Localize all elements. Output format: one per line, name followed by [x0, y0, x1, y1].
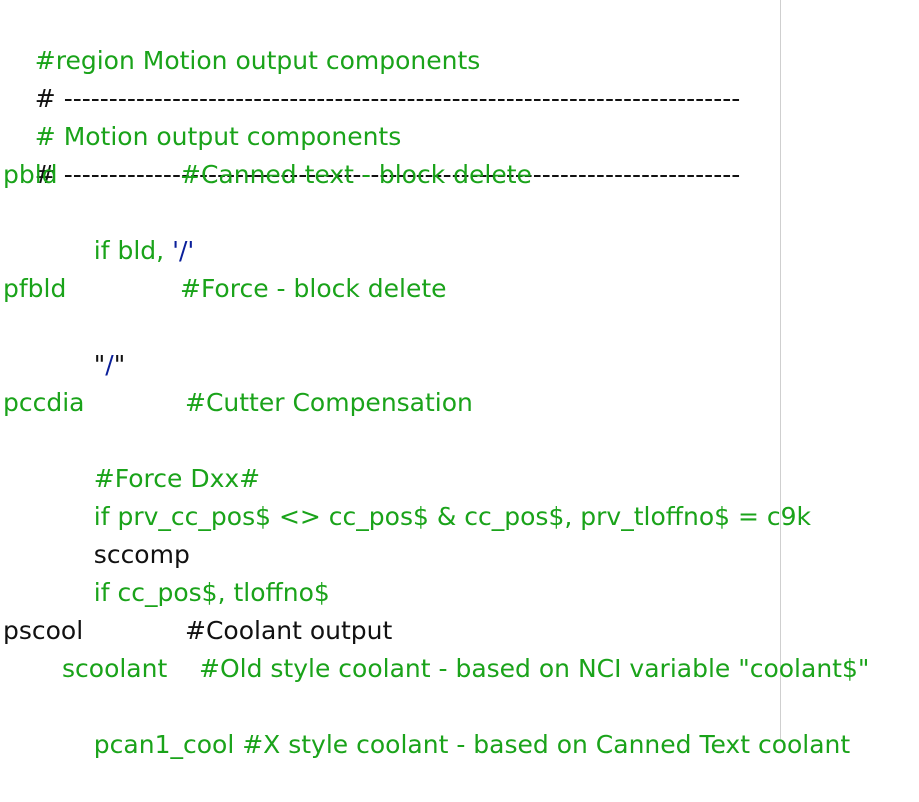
code-line-statement: if cc_pos$, tloffno$	[62, 536, 330, 607]
code-line-pscool: pscool #Coolant output	[3, 612, 703, 650]
section-title-comment: # Motion output components	[34, 122, 402, 151]
statement-text: if prv_cc_pos$ <> cc_pos$ & cc_pos$, prv…	[93, 502, 811, 531]
code-line-statement: if bld, '/'	[62, 194, 194, 265]
statement-text: sccomp	[93, 540, 190, 569]
region-directive: #region Motion output components	[34, 46, 481, 75]
code-line-separator: # --------------------------------------…	[3, 42, 740, 113]
inline-comment: #Force - block delete	[180, 274, 447, 303]
code-line-pfbld: pfbld #Force - block delete	[3, 270, 703, 308]
code-line-separator: # --------------------------------------…	[3, 118, 740, 189]
code-line-statement: scoolant #Old style coolant - based on N…	[62, 650, 912, 688]
code-line-pccdia: pccdia #Cutter Compensation	[3, 384, 703, 422]
statement-text: if bld,	[93, 236, 173, 265]
comment-text: #Force Dxx#	[93, 464, 261, 493]
separator-comment: # --------------------------------------…	[34, 84, 741, 113]
postblock-label: pscool	[3, 616, 84, 645]
string-literal: '/'	[172, 236, 195, 265]
code-line-region: #region Motion output components	[3, 4, 481, 75]
right-margin-guide	[780, 0, 781, 739]
inline-comment: #Canned text - block delete	[180, 160, 532, 189]
inline-comment: #Cutter Compensation	[185, 388, 473, 417]
statement-text: if cc_pos$, tloffno$	[93, 578, 330, 607]
string-quote: "	[113, 350, 126, 379]
code-line-statement: if prv_cc_pos$ <> cc_pos$ & cc_pos$, prv…	[62, 460, 811, 531]
postblock-label: pbld	[3, 160, 58, 189]
code-line-pbld: pbld #Canned text - block delete	[3, 156, 703, 194]
string-quote: "	[93, 350, 106, 379]
code-line-section-title: # Motion output components	[3, 80, 401, 151]
inline-comment: #Coolant output	[185, 616, 393, 645]
inline-comment: #Old style coolant - based on NCI variab…	[199, 654, 870, 683]
code-editor[interactable]: #region Motion output components # -----…	[0, 0, 919, 759]
code-line-comment: #Force Dxx#	[62, 422, 260, 493]
code-line-statement: "/"	[62, 308, 125, 379]
separator-comment: # --------------------------------------…	[34, 160, 741, 189]
string-literal: /	[105, 350, 114, 379]
statement-text: pcan1_cool #X style coolant - based on C…	[93, 730, 851, 759]
statement-text: scoolant	[62, 654, 168, 683]
code-line-statement: sccomp	[62, 498, 190, 569]
postblock-label: pfbld	[3, 274, 67, 303]
postblock-label: pccdia	[3, 388, 85, 417]
code-line-statement: pcan1_cool #X style coolant - based on C…	[62, 688, 850, 759]
